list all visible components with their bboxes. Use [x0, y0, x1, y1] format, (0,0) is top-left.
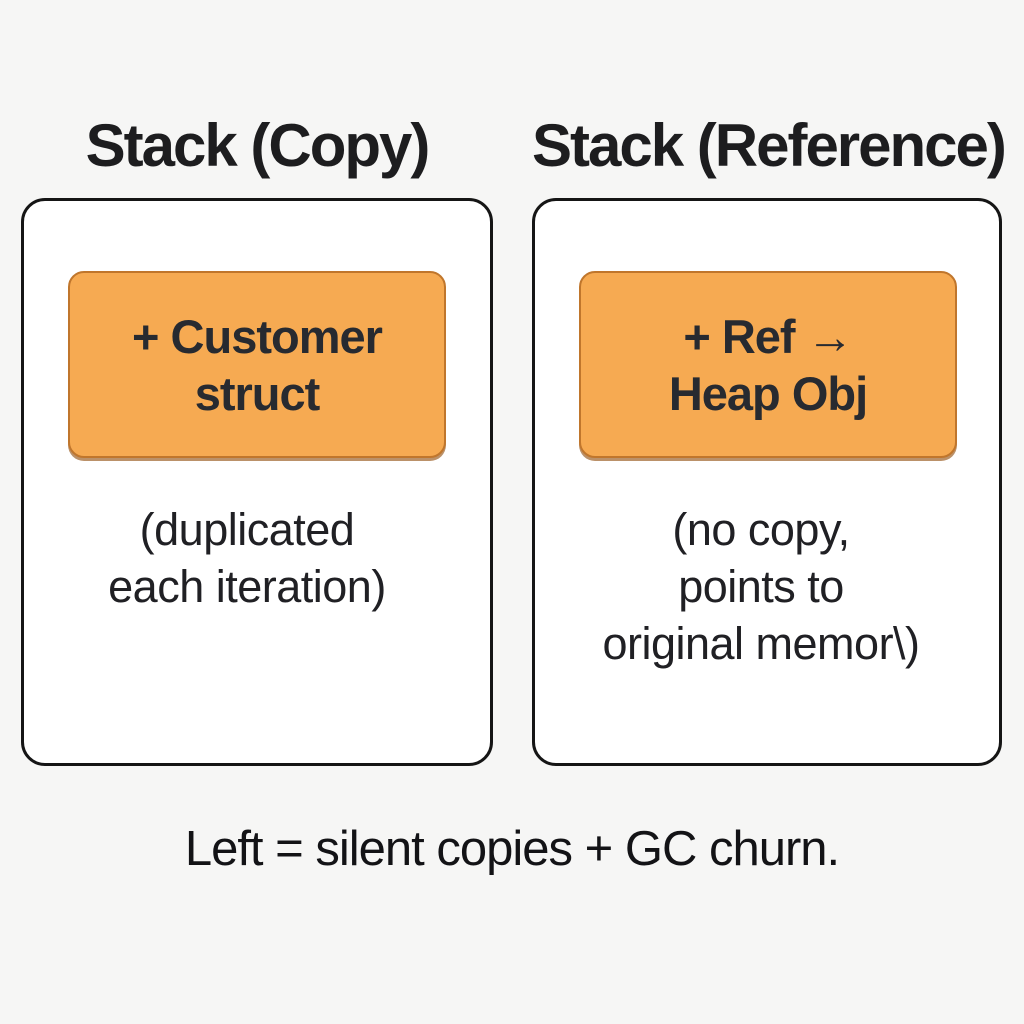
stack-reference-note: (no copy, points to original memor\)	[602, 504, 920, 669]
stack-reference-title: Stack (Reference)	[532, 112, 1007, 179]
stack-reference-panel: + Ref → Heap Obj (no copy, points to ori…	[532, 198, 1002, 766]
ref-heap-obj-box-label: + Ref → Heap Obj	[668, 309, 868, 420]
stack-copy-panel: + Customer struct (duplicated each itera…	[21, 198, 493, 766]
stack-copy-title: Stack (Copy)	[85, 112, 431, 179]
ref-heap-obj-box: + Ref → Heap Obj	[579, 271, 957, 458]
customer-struct-box-label: + Customer struct	[132, 309, 383, 420]
caption: Left = silent copies + GC churn.	[184, 822, 840, 876]
customer-struct-box: + Customer struct	[68, 271, 446, 458]
stack-copy-note: (duplicated each iteration)	[108, 504, 386, 612]
